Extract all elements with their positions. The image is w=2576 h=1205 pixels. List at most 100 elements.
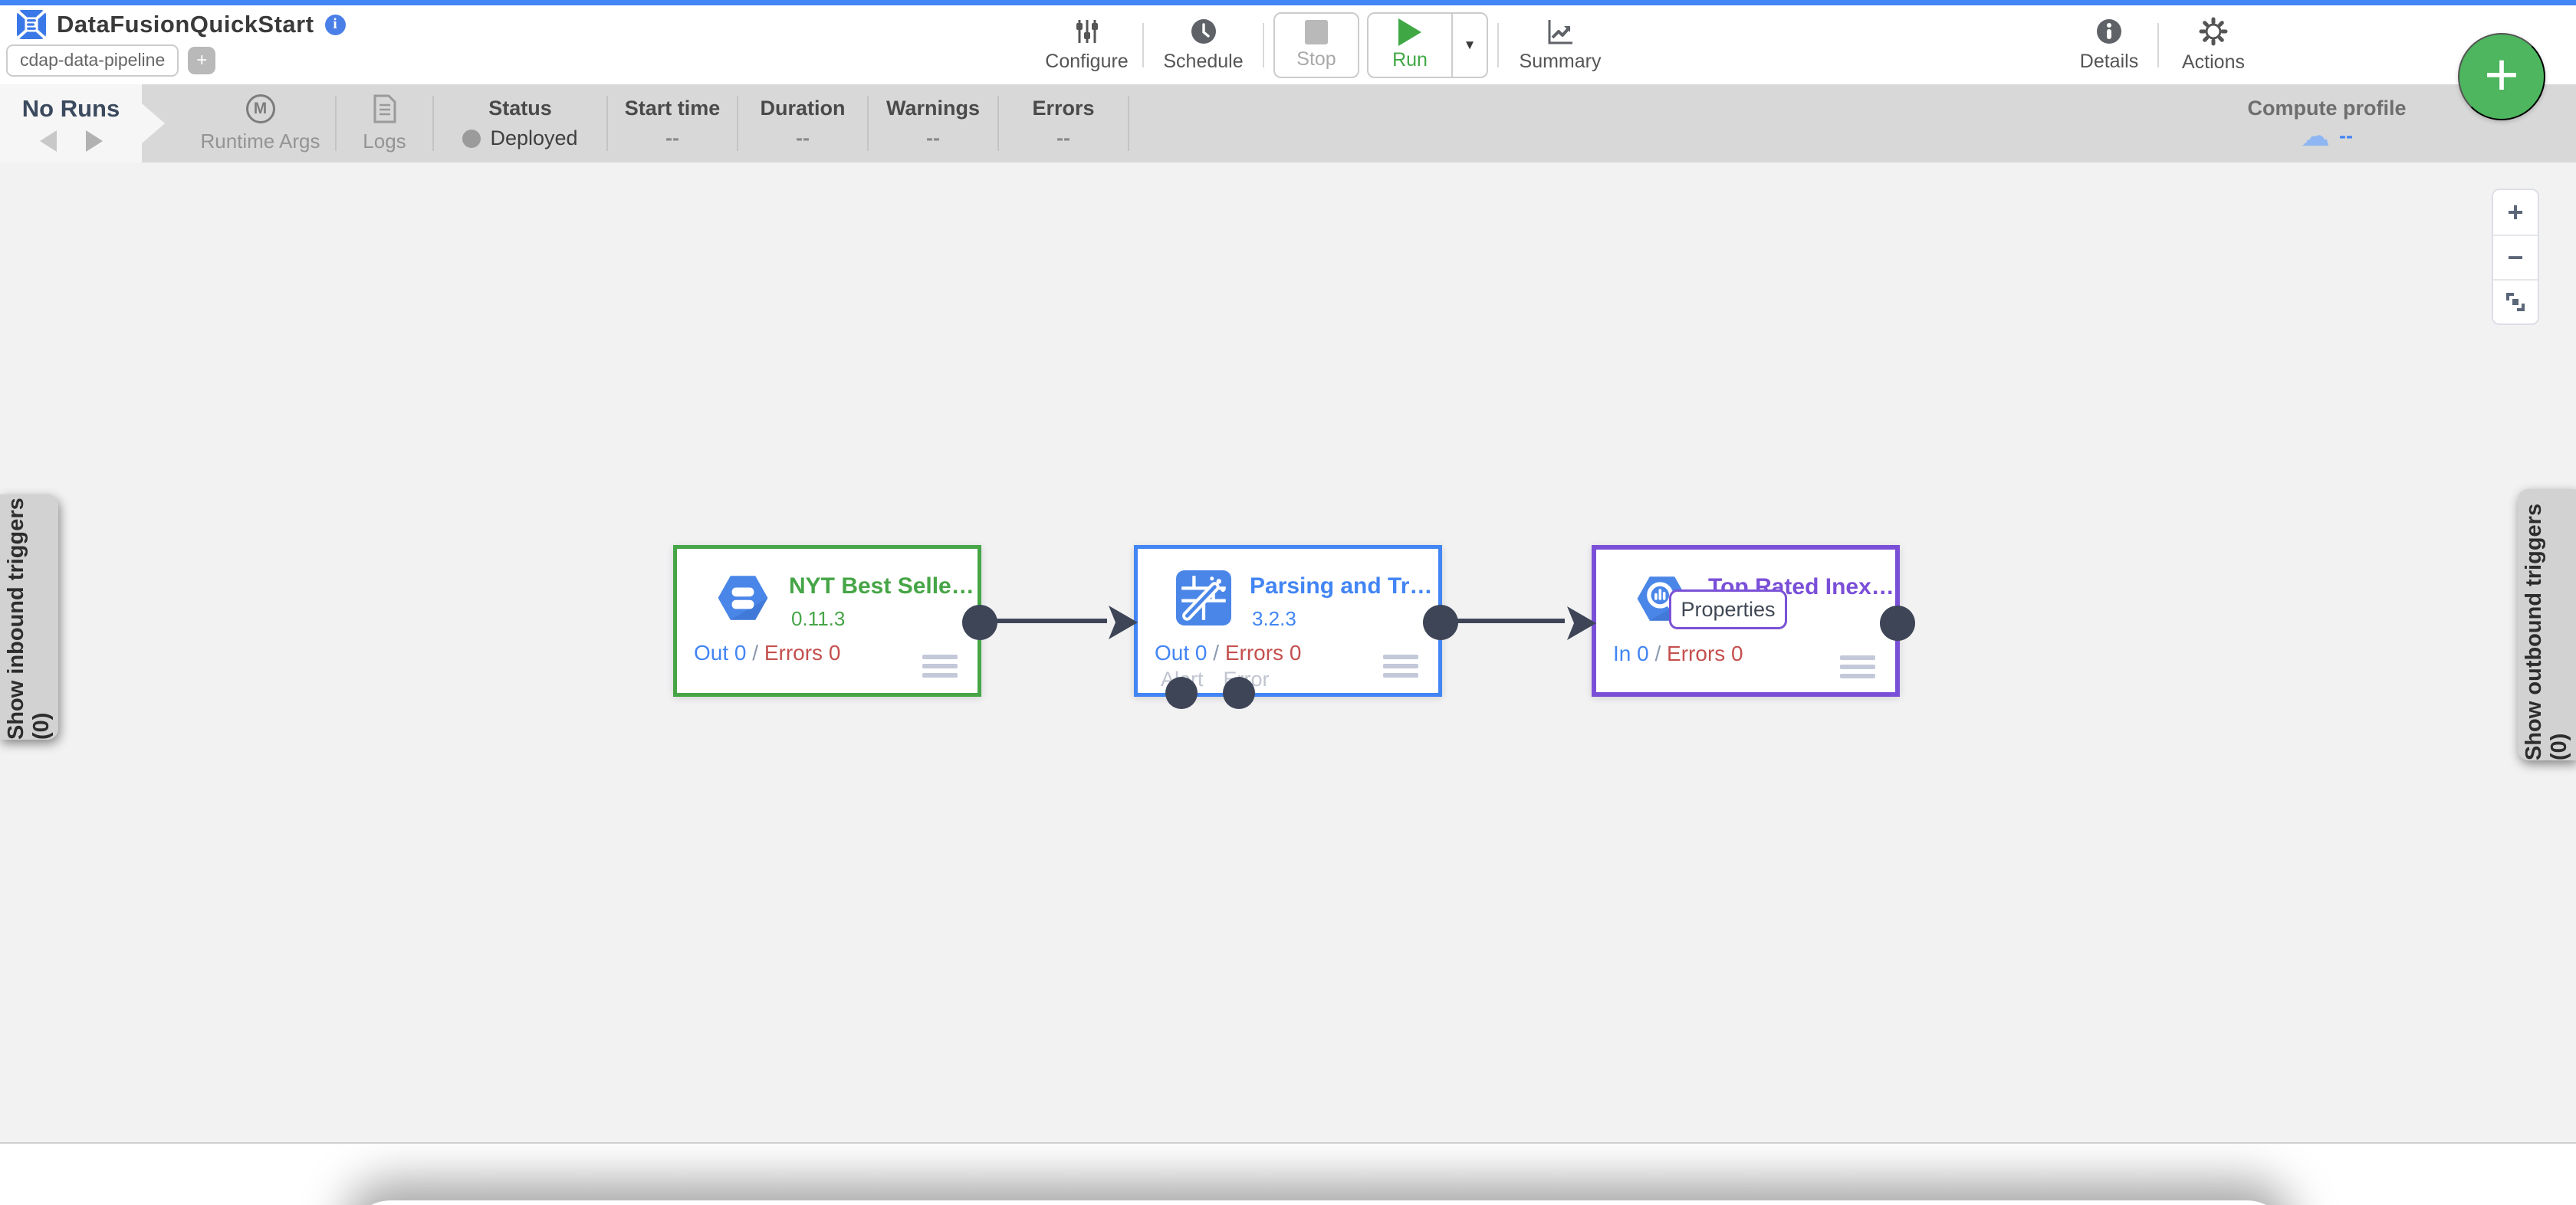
input-arrowhead-icon bbox=[1109, 606, 1138, 639]
runs-count-label: No Runs bbox=[21, 95, 120, 122]
runs-tab-pointer bbox=[142, 103, 165, 143]
out-metric: Out 0 bbox=[694, 641, 747, 665]
add-tag-button[interactable]: + bbox=[188, 46, 216, 74]
logs-label: Logs bbox=[363, 129, 406, 153]
metric-separator: / bbox=[1213, 641, 1220, 665]
error-port[interactable] bbox=[1223, 677, 1255, 709]
node-top-rated[interactable]: Top Rated Inex… Properties In 0 / Errors… bbox=[1567, 545, 1915, 697]
cdap-logo-icon bbox=[17, 10, 46, 39]
document-icon bbox=[373, 94, 396, 123]
outbound-triggers-label: Show outbound triggers (0) bbox=[2522, 503, 2571, 760]
actions-label: Actions bbox=[2182, 51, 2245, 73]
toolbar-divider bbox=[2157, 22, 2159, 67]
status-header: Status bbox=[488, 97, 552, 120]
run-options-caret[interactable]: ▼ bbox=[1451, 13, 1487, 77]
configure-label: Configure bbox=[1045, 50, 1129, 72]
properties-button[interactable]: Properties bbox=[1669, 589, 1787, 629]
toolbar-divider bbox=[1497, 22, 1499, 67]
runtime-args-label: Runtime Args bbox=[200, 129, 320, 153]
compute-profile-selector[interactable]: Compute profile ☁ -- bbox=[2208, 84, 2446, 163]
info-filled-icon bbox=[2097, 18, 2121, 44]
node-metrics[interactable]: Out 0 / Errors 0 bbox=[1155, 641, 1301, 665]
pipeline-type-tag: cdap-data-pipeline bbox=[6, 44, 179, 77]
metric-separator: / bbox=[1654, 642, 1661, 665]
node-menu-button[interactable] bbox=[1840, 655, 1875, 678]
toolbar-divider bbox=[1142, 22, 1144, 67]
zoom-controls: + − bbox=[2492, 189, 2539, 325]
zoom-in-button[interactable]: + bbox=[2493, 190, 2538, 235]
chart-icon bbox=[1548, 19, 1572, 44]
top-accent-bar bbox=[0, 0, 2576, 5]
logs-button[interactable]: Logs bbox=[337, 94, 432, 153]
sliders-icon bbox=[1076, 19, 1098, 43]
collapsed-drawer-shadow bbox=[345, 1200, 2292, 1205]
compute-profile-label: Compute profile bbox=[2247, 96, 2407, 120]
stat-label: Duration bbox=[760, 97, 846, 120]
details-button[interactable]: Details bbox=[2061, 18, 2157, 73]
stat-warnings: Warnings -- bbox=[869, 97, 997, 150]
stat-errors: Errors -- bbox=[999, 97, 1128, 150]
stat-start-time: Start time -- bbox=[608, 97, 737, 150]
node-metrics[interactable]: Out 0 / Errors 0 bbox=[694, 641, 840, 665]
runbar-divider bbox=[432, 96, 434, 151]
node-parsing-transform[interactable]: Parsing and Tr… 3.2.3 Out 0 / Errors 0 A… bbox=[1109, 545, 1458, 709]
node-nyt-best-sellers[interactable]: NYT Best Selle… 0.11.3 Out 0 / Errors 0 bbox=[673, 545, 997, 697]
stat-value: -- bbox=[796, 126, 810, 149]
stat-value: -- bbox=[926, 126, 940, 149]
toolbar-divider bbox=[1263, 22, 1264, 67]
runbar-divider bbox=[606, 96, 608, 151]
zoom-out-button[interactable]: − bbox=[2493, 235, 2538, 279]
stat-label: Warnings bbox=[886, 97, 980, 120]
in-metric: In 0 bbox=[1613, 642, 1649, 665]
alert-port[interactable] bbox=[1165, 677, 1198, 709]
compute-profile-value: -- bbox=[2339, 124, 2353, 147]
stat-label: Start time bbox=[624, 97, 721, 120]
run-label: Run bbox=[1392, 49, 1428, 71]
header-right-tools: Details Actions bbox=[2061, 5, 2268, 84]
node-menu-button[interactable] bbox=[922, 655, 958, 678]
outbound-triggers-tab[interactable]: Show outbound triggers (0) bbox=[2518, 489, 2576, 760]
output-port[interactable] bbox=[962, 605, 997, 640]
cloud-icon: ☁ bbox=[2301, 120, 2330, 153]
fit-screen-icon bbox=[2506, 293, 2525, 311]
actions-button[interactable]: Actions bbox=[2159, 17, 2268, 74]
inbound-triggers-tab[interactable]: Show inbound triggers (0) bbox=[0, 494, 58, 740]
runtime-args-button[interactable]: M Runtime Args bbox=[186, 94, 335, 153]
node-menu-button[interactable] bbox=[1383, 655, 1418, 678]
runbar-divider bbox=[1128, 96, 1129, 151]
info-icon[interactable]: i bbox=[324, 14, 346, 35]
run-button-group: Run ▼ bbox=[1367, 11, 1488, 78]
errors-metric: Errors 0 bbox=[764, 641, 841, 665]
configure-button[interactable]: Configure bbox=[1031, 18, 1142, 73]
previous-run-arrow[interactable] bbox=[39, 130, 57, 152]
stop-button[interactable]: Stop bbox=[1273, 11, 1359, 78]
pipeline-canvas[interactable]: + − NYT Best Selle… 0.11.3 Out 0 / Error… bbox=[0, 163, 2576, 1142]
output-port[interactable] bbox=[1880, 606, 1915, 641]
schedule-button[interactable]: Schedule bbox=[1144, 18, 1263, 73]
node-title: Parsing and Tr… bbox=[1250, 573, 1433, 599]
input-arrowhead-icon bbox=[1567, 606, 1596, 640]
source-plugin-icon bbox=[718, 576, 768, 620]
runs-tab: No Runs bbox=[0, 84, 142, 163]
status-dot-icon bbox=[462, 129, 481, 148]
stat-value: -- bbox=[1056, 126, 1070, 149]
next-run-arrow[interactable] bbox=[85, 130, 103, 152]
runbar-divider bbox=[335, 96, 337, 151]
wrangler-plugin-icon bbox=[1176, 570, 1231, 625]
summary-button[interactable]: Summary bbox=[1499, 18, 1622, 73]
schedule-label: Schedule bbox=[1163, 50, 1244, 72]
summary-label: Summary bbox=[1519, 50, 1602, 72]
add-entity-fab[interactable]: + bbox=[2458, 33, 2545, 120]
stop-icon bbox=[1305, 19, 1328, 44]
stat-value: -- bbox=[665, 126, 679, 149]
inbound-triggers-label: Show inbound triggers (0) bbox=[4, 497, 54, 740]
output-port[interactable] bbox=[1423, 605, 1458, 640]
runbar-items: M Runtime Args Logs Status Deployed Star… bbox=[186, 84, 1129, 163]
node-metrics[interactable]: In 0 / Errors 0 bbox=[1613, 642, 1743, 666]
fit-to-screen-button[interactable] bbox=[2493, 279, 2538, 323]
node-version: 0.11.3 bbox=[791, 607, 846, 630]
run-status-bar: No Runs M Runtime Args Logs Status Deplo… bbox=[0, 84, 2576, 163]
run-button[interactable]: Run bbox=[1368, 14, 1451, 77]
page-title: DataFusionQuickStart bbox=[57, 11, 314, 38]
chevron-down-icon: ▼ bbox=[1463, 37, 1477, 52]
